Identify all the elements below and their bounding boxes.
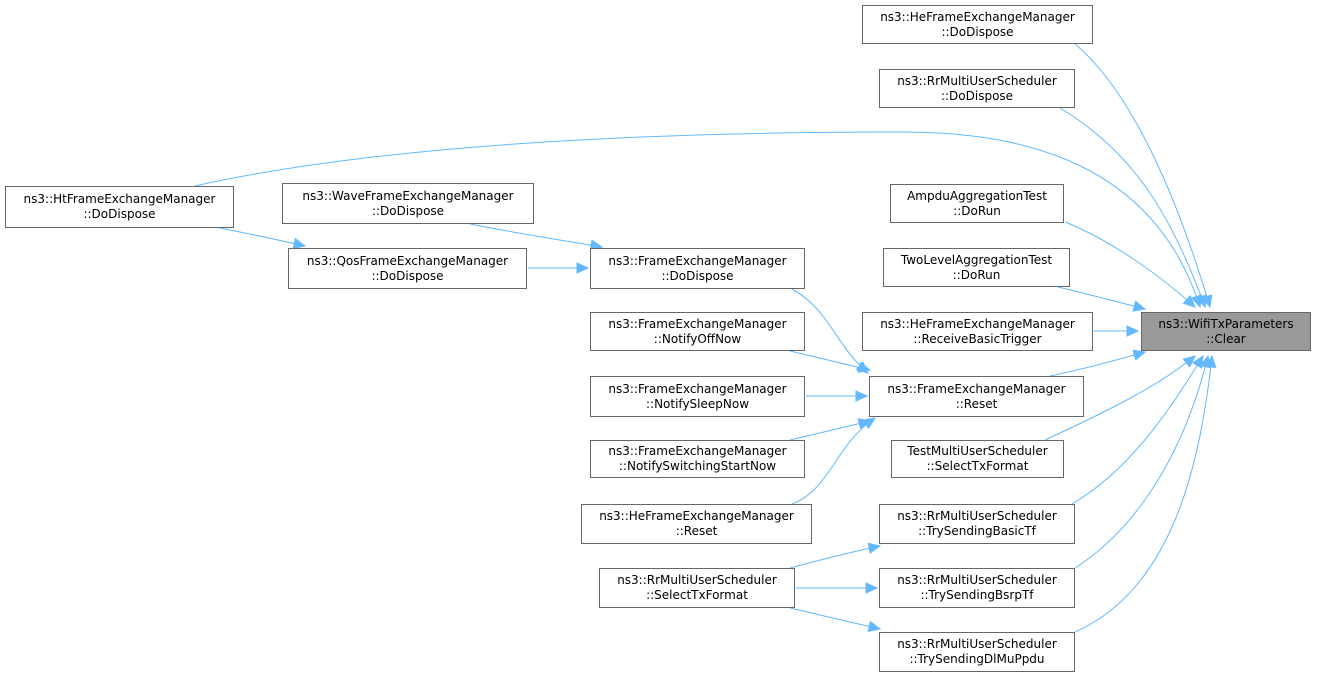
edge-rr_selecttx-to-rr_trydlmu <box>789 607 882 633</box>
node-label-method: ::SelectTxFormat <box>926 459 1029 473</box>
edge-he_receivebasic-to-clear <box>1094 325 1140 337</box>
node-label-class: ns3::FrameExchangeManager <box>608 253 787 268</box>
edge-ht_dodispose-to-qos_dodispose <box>219 227 307 250</box>
arrowhead-icon <box>1132 300 1147 312</box>
graph-node-fem-dodispose[interactable]: ns3::FrameExchangeManager::DoDispose <box>590 248 805 289</box>
graph-node-twolevel-dorun[interactable]: TwoLevelAggregationTest::DoRun <box>883 248 1070 287</box>
node-label-method: ::Clear <box>1206 331 1246 346</box>
node-label-method: ::NotifySleepNow <box>645 396 750 411</box>
node-label-class: ns3::RrMultiUserScheduler <box>897 509 1057 523</box>
edge-ht_dodispose-to-clear <box>194 131 1203 309</box>
edge-fem_reset-to-clear <box>1049 349 1147 377</box>
node-label-method: ::TrySendingDlMuPpdu <box>909 652 1045 666</box>
node-label-method: ::DoRun <box>952 267 1001 282</box>
graph-node-he-receivebasic[interactable]: ns3::HeFrameExchangeManager::ReceiveBasi… <box>862 312 1093 351</box>
node-label-method: ::DoDispose <box>371 268 444 283</box>
node-label-class: ns3::WifiTxParameters <box>1158 316 1294 331</box>
arrowhead-icon <box>1132 349 1147 361</box>
edge-he_reset-to-fem_reset <box>791 417 877 505</box>
edge-fem_notifyswitch-to-fem_reset <box>789 418 872 441</box>
node-label-class: TwoLevelAggregationTest <box>900 252 1053 267</box>
node-label-method: ::DoDispose <box>940 88 1014 103</box>
edge-rr_trydlmu-to-clear <box>1074 354 1217 633</box>
graph-node-ampdu-dorun[interactable]: AmpduAggregationTest::DoRun <box>890 184 1064 223</box>
node-label-class: ns3::QosFrameExchangeManager <box>306 253 509 268</box>
node-label-method: ::DoDispose <box>941 24 1014 39</box>
node-label-class: ns3::HeFrameExchangeManager <box>880 316 1075 331</box>
edge-test_selecttx-to-clear <box>1044 355 1196 441</box>
arrowhead-icon <box>1205 354 1217 369</box>
edge-he_dodispose-to-clear <box>1074 43 1213 309</box>
edge-wave_dodispose-to-fem_dodispose <box>469 223 604 251</box>
node-label-method: ::SelectTxFormat <box>646 588 748 602</box>
edge-twolevel_dorun-to-clear <box>1057 286 1147 312</box>
graph-node-fem-notifysleep[interactable]: ns3::FrameExchangeManager::NotifySleepNo… <box>590 376 805 417</box>
node-label-class: ns3::FrameExchangeManager <box>887 381 1066 396</box>
graph-node-fem-reset[interactable]: ns3::FrameExchangeManager::Reset <box>869 376 1084 417</box>
node-label-class: ns3::RrMultiUserScheduler <box>897 637 1057 651</box>
node-label-class: ns3::FrameExchangeManager <box>608 381 787 396</box>
graph-node-rr-trydlmu[interactable]: ns3::RrMultiUserScheduler::TrySendingDlM… <box>879 632 1075 672</box>
graph-node-qos-dodispose[interactable]: ns3::QosFrameExchangeManager::DoDispose <box>288 248 527 289</box>
graph-node-he-dodispose[interactable]: ns3::HeFrameExchangeManager::DoDispose <box>862 5 1093 44</box>
graph-node-rr-selecttx[interactable]: ns3::RrMultiUserScheduler::SelectTxForma… <box>599 568 795 608</box>
edge-rr_selecttx-to-rr_trybasic <box>789 542 882 569</box>
graph-node-rr-trybsrp[interactable]: ns3::RrMultiUserScheduler::TrySendingBsr… <box>879 568 1075 608</box>
graph-node-fem-notifyoff[interactable]: ns3::FrameExchangeManager::NotifyOffNow <box>590 312 805 351</box>
arrowhead-icon <box>855 390 869 402</box>
edge-ampdu_dorun-to-clear <box>1064 221 1196 308</box>
arrowhead-icon <box>1126 325 1140 337</box>
node-label-class: ns3::FrameExchangeManager <box>608 444 787 458</box>
edge-rr_trybsrp-to-clear <box>1074 354 1211 569</box>
node-label-method: ::DoRun <box>953 203 1001 218</box>
edge-fem_notifysleep-to-fem_reset <box>805 390 869 402</box>
arrowhead-icon <box>867 542 882 554</box>
node-label-class: ns3::RrMultiUserScheduler <box>897 573 1057 587</box>
graph-node-clear: ns3::WifiTxParameters::Clear <box>1141 312 1311 351</box>
node-label-method: ::TrySendingBasicTf <box>918 524 1036 538</box>
edge-fem_notifyoff-to-fem_reset <box>789 350 872 373</box>
node-label-class: ns3::HeFrameExchangeManager <box>880 9 1075 24</box>
arrowhead-icon <box>857 361 872 373</box>
node-label-class: ns3::HeFrameExchangeManager <box>599 509 794 523</box>
arrowhead-icon <box>576 262 590 274</box>
node-label-method: ::ReceiveBasicTrigger <box>913 331 1042 346</box>
node-label-method: ::NotifySwitchingStartNow <box>618 459 777 473</box>
node-label-method: ::Reset <box>675 524 718 538</box>
node-label-method: ::DoDispose <box>83 207 156 221</box>
arrowhead-icon <box>865 582 879 594</box>
graph-node-test-selecttx[interactable]: TestMultiUserScheduler::SelectTxFormat <box>891 440 1064 478</box>
node-label-method: ::NotifyOffNow <box>653 331 742 346</box>
node-label-class: TestMultiUserScheduler <box>907 444 1048 458</box>
edge-rr_dodispose-to-clear <box>1059 107 1207 309</box>
arrowhead-icon <box>862 417 877 430</box>
node-label-class: ns3::FrameExchangeManager <box>608 316 787 331</box>
node-label-class: AmpduAggregationTest <box>907 188 1047 203</box>
node-label-method: ::DoDispose <box>371 203 445 218</box>
arrowhead-icon <box>1191 294 1203 309</box>
node-label-method: ::Reset <box>955 396 998 411</box>
node-label-method: ::DoDispose <box>661 268 734 283</box>
node-label-class: ns3::WaveFrameExchangeManager <box>302 188 514 203</box>
graph-node-fem-notifyswitch[interactable]: ns3::FrameExchangeManager::NotifySwitchi… <box>590 440 805 478</box>
arrowhead-icon <box>867 620 882 633</box>
graph-node-rr-trybasic[interactable]: ns3::RrMultiUserScheduler::TrySendingBas… <box>879 504 1075 544</box>
node-label-class: ns3::RrMultiUserScheduler <box>617 573 777 587</box>
node-label-class: ns3::RrMultiUserScheduler <box>897 73 1057 88</box>
arrowhead-icon <box>1182 355 1196 368</box>
edge-qos_dodispose-to-fem_dodispose <box>528 262 590 274</box>
graph-node-wave-dodispose[interactable]: ns3::WaveFrameExchangeManager::DoDispose <box>282 183 534 224</box>
arrowhead-icon <box>292 237 307 250</box>
graph-node-ht-dodispose[interactable]: ns3::HtFrameExchangeManager::DoDispose <box>5 186 234 228</box>
node-label-method: ::TrySendingBsrpTf <box>920 588 1034 602</box>
node-label-class: ns3::HtFrameExchangeManager <box>23 192 216 206</box>
edge-rr_selecttx-to-rr_trybsrp <box>795 582 879 594</box>
graph-node-rr-dodispose[interactable]: ns3::RrMultiUserScheduler::DoDispose <box>879 69 1075 108</box>
graph-node-he-reset[interactable]: ns3::HeFrameExchangeManager::Reset <box>581 504 812 544</box>
arrowhead-icon <box>1182 294 1196 308</box>
